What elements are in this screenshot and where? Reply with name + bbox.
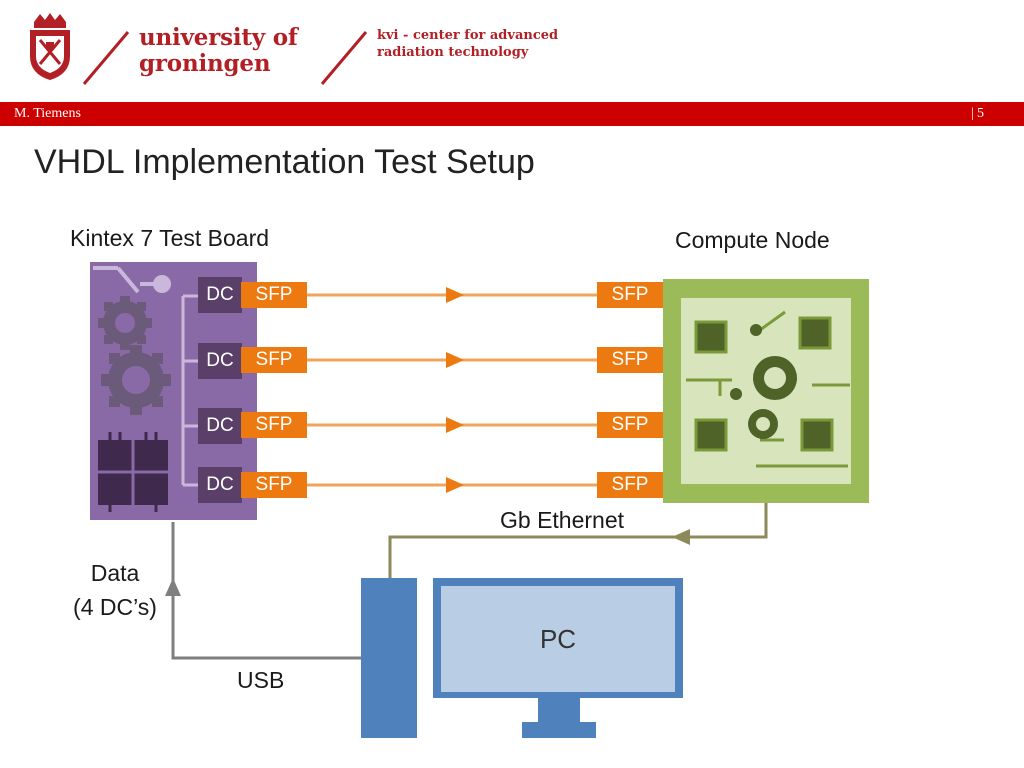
- gb-ethernet-line: [388, 503, 768, 578]
- pc-monitor-stand: [538, 698, 580, 722]
- sfp-left-box: SFP: [241, 472, 307, 498]
- usb-label: USB: [237, 667, 285, 693]
- sfp-right-box: SFP: [597, 347, 663, 373]
- author-name: M. Tiemens: [14, 106, 81, 121]
- gb-ethernet-label: Gb Ethernet: [500, 507, 625, 533]
- dc-box: DC: [198, 408, 242, 444]
- page-number: |5: [971, 106, 984, 121]
- sfp-left-box: SFP: [241, 412, 307, 438]
- ethernet-arrowhead: [672, 529, 690, 545]
- kvi-name-line1: kvi - center for advanced: [377, 28, 559, 43]
- university-name-line2: groningen: [139, 50, 271, 77]
- sfp-right-box: SFP: [597, 472, 663, 498]
- dc-box: DC: [198, 343, 242, 379]
- dc-box: DC: [198, 467, 242, 503]
- chip-icon: [92, 432, 174, 512]
- header-bar: [0, 102, 1024, 126]
- sfp-right-box: SFP: [597, 412, 663, 438]
- link-arrowheads: [446, 287, 464, 493]
- compute-node-circuit: [686, 310, 850, 468]
- data-label-line1: Data: [90, 560, 140, 586]
- page-number-value: 5: [977, 106, 984, 121]
- sfp-right-box: SFP: [597, 282, 663, 308]
- university-name-line1: university of: [139, 24, 298, 51]
- university-crest-logo: [30, 13, 70, 80]
- compute-node-label: Compute Node: [675, 227, 830, 253]
- divider-slash: [82, 31, 130, 85]
- dc-box: DC: [198, 277, 242, 313]
- slide-title: VHDL Implementation Test Setup: [34, 143, 535, 181]
- optical-links: [307, 293, 597, 487]
- gear-icon: [101, 345, 171, 415]
- dc-bus: [181, 294, 198, 487]
- divider-slash: [320, 31, 368, 85]
- usb-line: [171, 522, 361, 660]
- gear-icon: [730, 324, 797, 439]
- gear-icon: [98, 296, 152, 350]
- data-label-line2: (4 DC’s): [73, 594, 157, 620]
- pc-tower: [361, 578, 417, 738]
- usb-arrowhead: [165, 578, 181, 596]
- sfp-left-box: SFP: [241, 282, 307, 308]
- pc-label: PC: [539, 624, 577, 654]
- sfp-left-box: SFP: [241, 347, 307, 373]
- switch-icon: [93, 266, 171, 294]
- kvi-name-line2: radiation technology: [377, 45, 529, 60]
- kintex-board-label: Kintex 7 Test Board: [70, 225, 270, 251]
